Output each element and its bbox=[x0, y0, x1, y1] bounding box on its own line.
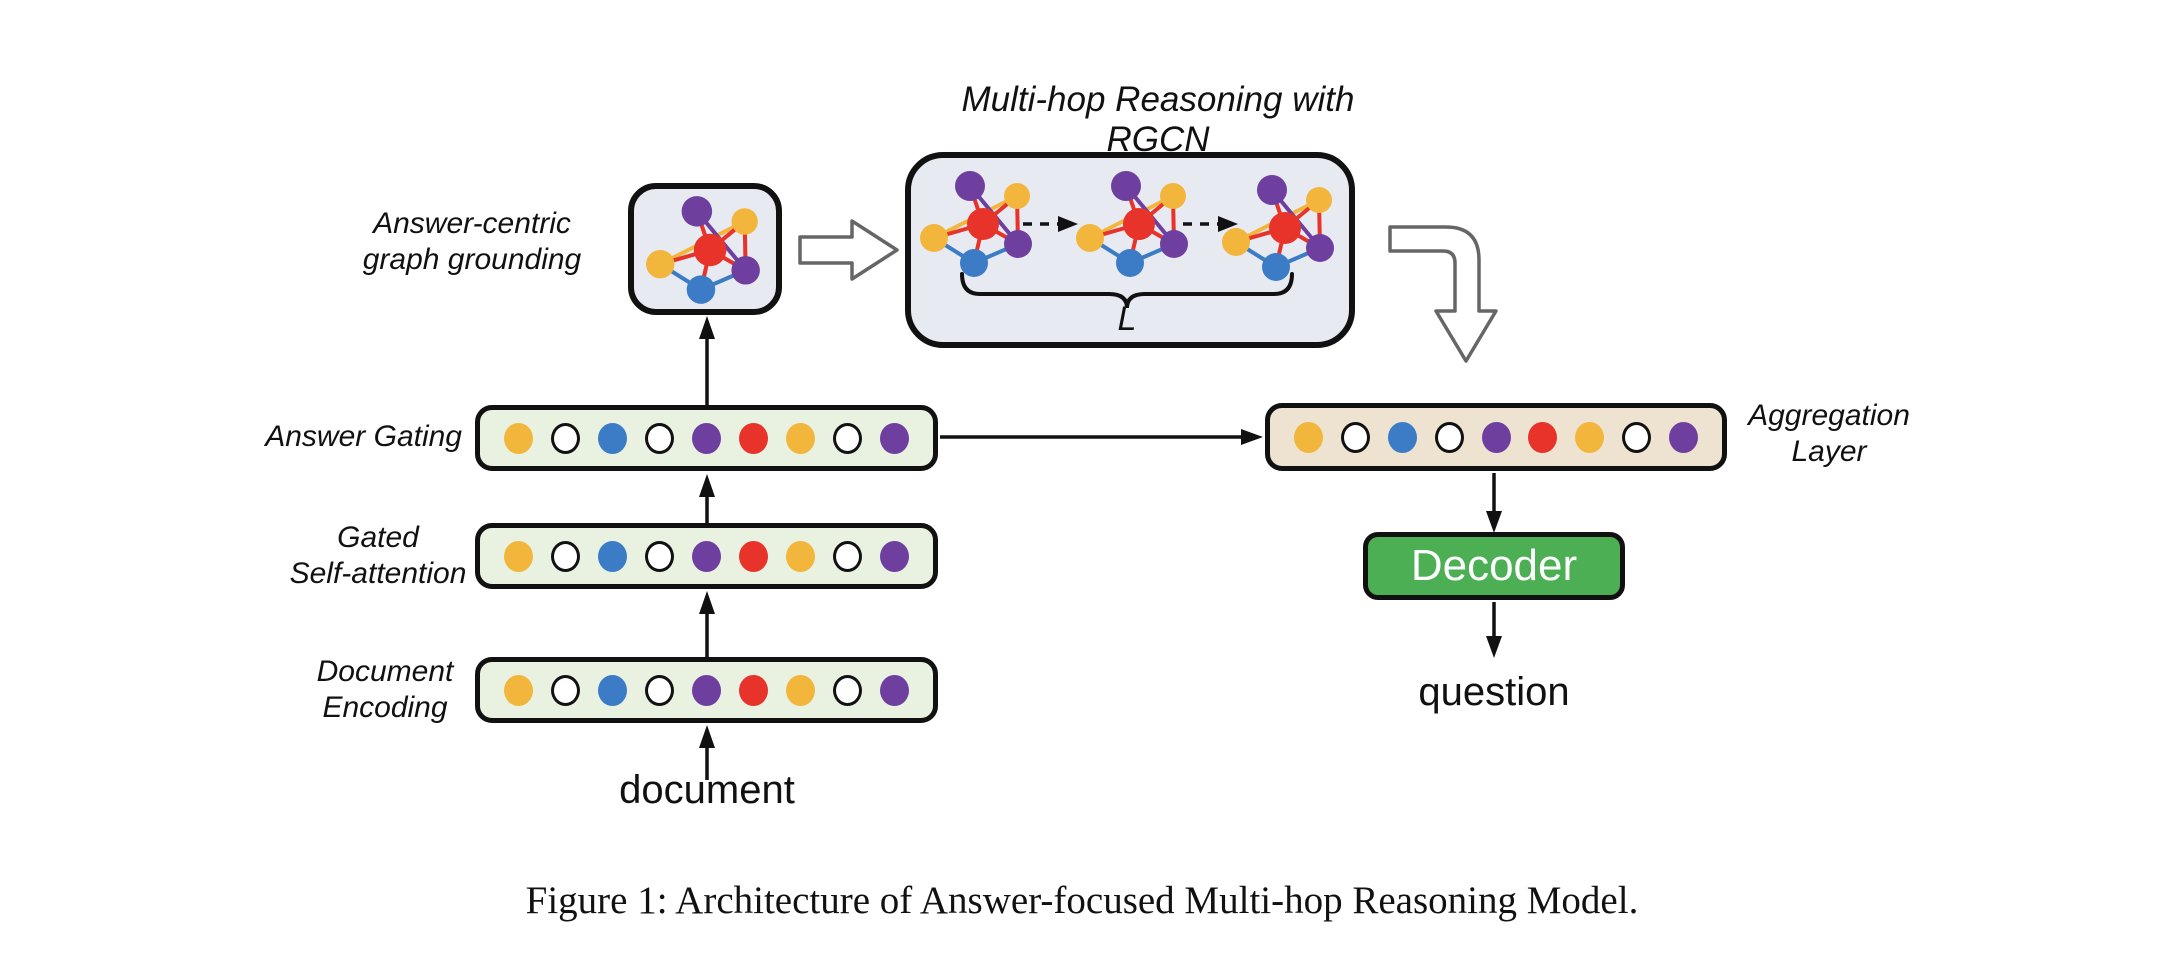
white-embedding-dot bbox=[1622, 421, 1652, 453]
arrow-attention-to-gating bbox=[699, 474, 715, 523]
rgcn-reasoning-box bbox=[905, 152, 1355, 348]
purple-embedding-dot bbox=[880, 422, 909, 454]
blue-embedding-dot bbox=[598, 540, 627, 572]
purple-embedding-dot bbox=[1669, 421, 1698, 453]
yellow-embedding-dot bbox=[786, 422, 815, 454]
aggregation-layer-label: Aggregation Layer bbox=[1679, 398, 1979, 470]
white-embedding-dot bbox=[833, 540, 862, 572]
rgcn-graph-hop1-icon bbox=[920, 171, 1032, 277]
aggregation-label-line2: Layer bbox=[1791, 435, 1867, 468]
purple-embedding-dot bbox=[692, 674, 721, 706]
red-embedding-dot bbox=[739, 674, 768, 706]
white-embedding-dot bbox=[551, 674, 580, 706]
decoder-box: Decoder bbox=[1363, 532, 1625, 600]
gated-self-attention-row bbox=[475, 523, 938, 589]
figure-caption: Figure 1: Architecture of Answer-focused… bbox=[525, 879, 1639, 922]
blue-embedding-dot bbox=[598, 674, 627, 706]
rgcn-graph-hop3-icon bbox=[1222, 175, 1334, 281]
purple-embedding-dot bbox=[692, 422, 721, 454]
arrow-decoder-to-question bbox=[1486, 602, 1502, 658]
aggregation-layer-row bbox=[1265, 403, 1727, 471]
gated-self-attention-label: Gated Self-attention bbox=[228, 520, 528, 592]
white-embedding-dot bbox=[1434, 421, 1464, 453]
question-output-label: question bbox=[1418, 670, 1570, 714]
answer-gating-label: Answer Gating bbox=[265, 420, 462, 453]
purple-embedding-dot bbox=[880, 674, 909, 706]
purple-embedding-dot bbox=[692, 540, 721, 572]
red-embedding-dot bbox=[739, 422, 768, 454]
blue-embedding-dot bbox=[598, 422, 627, 454]
white-embedding-dot bbox=[1340, 421, 1370, 453]
grounded-graph-icon bbox=[646, 196, 760, 304]
yellow-embedding-dot bbox=[504, 674, 533, 706]
grounding-label-line1: Answer-centric bbox=[373, 207, 571, 240]
purple-embedding-dot bbox=[1481, 421, 1511, 453]
rgcn-graph-hop2-icon bbox=[1076, 171, 1188, 277]
arrow-encoding-to-attention bbox=[699, 591, 715, 657]
yellow-embedding-dot bbox=[786, 674, 815, 706]
white-embedding-dot bbox=[645, 540, 674, 572]
yellow-embedding-dot bbox=[504, 540, 533, 572]
answer-gating-row bbox=[475, 405, 938, 471]
aggregation-label-line1: Aggregation bbox=[1748, 399, 1910, 432]
blue-embedding-dot bbox=[1387, 421, 1417, 453]
rgcn-section-title: Multi-hop Reasoning with RGCN bbox=[961, 80, 1355, 159]
yellow-embedding-dot bbox=[1294, 421, 1323, 453]
yellow-embedding-dot bbox=[504, 422, 533, 454]
arrow-gating-to-grounding bbox=[699, 316, 715, 405]
white-embedding-dot bbox=[833, 422, 862, 454]
red-embedding-dot bbox=[739, 540, 768, 572]
white-embedding-dot bbox=[645, 422, 674, 454]
grounding-label: Answer-centric graph grounding bbox=[312, 206, 632, 278]
white-embedding-dot bbox=[551, 422, 580, 454]
purple-embedding-dot bbox=[880, 540, 909, 572]
encoding-label-line2: Encoding bbox=[322, 691, 448, 724]
white-embedding-dot bbox=[551, 540, 580, 572]
encoding-label-line1: Document bbox=[316, 655, 454, 688]
decoder-label: Decoder bbox=[1410, 541, 1578, 590]
gated-label-line1: Gated bbox=[337, 521, 419, 554]
white-embedding-dot bbox=[833, 674, 862, 706]
rgcn-to-aggregation-curved-arrow-icon bbox=[1388, 225, 1498, 363]
arrow-gating-to-aggregation bbox=[940, 429, 1263, 445]
num-layers-label: L bbox=[1117, 300, 1137, 338]
white-embedding-dot bbox=[645, 674, 674, 706]
document-input-label: document bbox=[619, 768, 795, 812]
document-encoding-label: Document Encoding bbox=[235, 654, 535, 726]
yellow-embedding-dot bbox=[1575, 421, 1605, 453]
grounding-label-line2: graph grounding bbox=[362, 243, 582, 276]
red-embedding-dot bbox=[1528, 421, 1558, 453]
grounding-to-rgcn-arrow-icon bbox=[798, 219, 899, 281]
document-encoding-row bbox=[475, 657, 938, 723]
grounding-graph-box bbox=[628, 183, 782, 315]
yellow-embedding-dot bbox=[786, 540, 815, 572]
arrow-aggregation-to-decoder bbox=[1486, 473, 1502, 533]
gated-label-line2: Self-attention bbox=[289, 557, 467, 590]
